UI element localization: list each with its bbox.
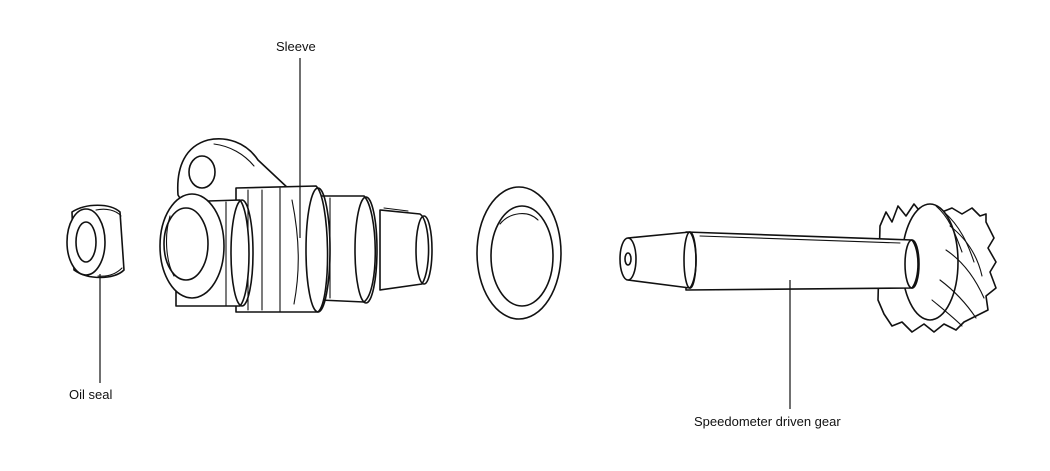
oil-seal-label: Oil seal — [69, 387, 113, 402]
driven-gear-part — [619, 203, 997, 333]
sleeve-label: Sleeve — [276, 39, 316, 54]
washer-part — [476, 186, 562, 320]
speedometer-driven-gear-label: Speedometer driven gear — [694, 414, 841, 429]
sleeve-part — [159, 138, 433, 313]
oil-seal-part — [66, 204, 125, 279]
